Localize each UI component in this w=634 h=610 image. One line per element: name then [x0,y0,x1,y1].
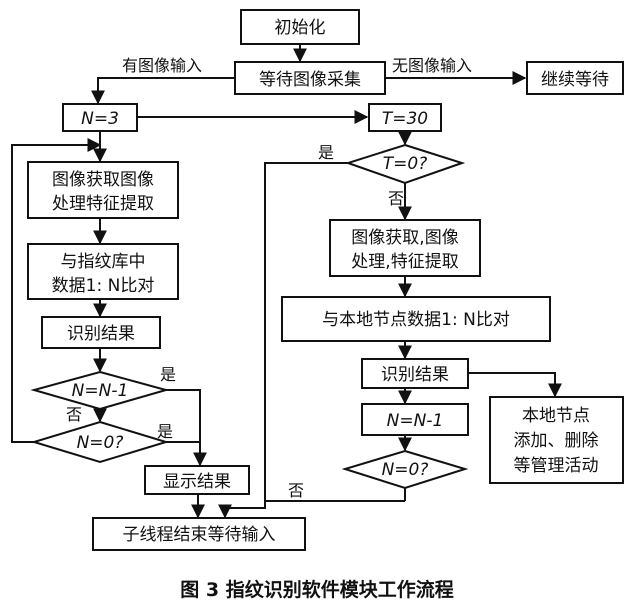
node-n-zero-right-label: N=0? [382,460,429,480]
node-end-thread: 子线程结束等待输入 [92,517,306,551]
node-t-zero-label: T=0? [383,154,427,174]
node-n-eq-3: N=3 [62,103,138,132]
label-no-right: 否 [288,481,304,500]
node-identify-left-label: 识别结果 [67,324,135,344]
node-end-thread-label: 子线程结束等待输入 [123,525,276,545]
node-n-minus-left: N=N-1 [30,370,170,411]
node-n-zero-left: N=0? [30,420,170,464]
node-init-label: 初始化 [275,18,326,38]
label-yes-n2: 是 [157,422,173,441]
node-init: 初始化 [240,9,360,45]
node-acquire-left-line1: 图像获取图像 [52,170,154,190]
label-yes-t: 是 [318,143,334,162]
node-n-zero-right: N=0? [341,449,469,490]
node-compare-local: 与本地节点数据1: N比对 [281,296,551,342]
node-show-result-label: 显示结果 [163,472,231,492]
node-manage-line1: 本地节点 [522,406,590,426]
node-t-zero: T=0? [344,143,466,185]
node-n-minus-right: N=N-1 [361,403,469,436]
node-n-eq-3-label: N=3 [81,109,119,129]
label-has-image: 有图像输入 [122,56,202,75]
node-compare-lib: 与指纹库中 数据1: N比对 [27,243,179,300]
node-manage-line2: 添加、删除 [514,431,599,451]
edge-tzero-yes [218,162,348,519]
edge-nzero-loop [11,138,102,443]
node-manage-line3: 等管理活动 [514,456,599,476]
node-acquire-left: 图像获取图像 处理特征提取 [27,161,179,219]
node-manage: 本地节点 添加、删除 等管理活动 [489,396,624,484]
label-no-image: 无图像输入 [392,56,472,75]
node-compare-lib-line1: 与指纹库中 [61,252,146,272]
label-no-t: 否 [388,189,404,208]
node-acquire-left-line2: 处理特征提取 [52,194,154,214]
node-acquire-right-line2: 处理,特征提取 [351,252,458,272]
node-identify-left: 识别结果 [41,316,161,349]
node-compare-local-label: 与本地节点数据1: N比对 [322,310,510,330]
node-continue-wait: 继续等待 [526,61,624,95]
label-no-n1: 否 [66,405,82,424]
node-compare-lib-line2: 数据1: N比对 [52,276,155,296]
label-yes-n1: 是 [160,365,176,384]
edge-labels: 有图像输入 无图像输入 是 否 是 否 是 否 [66,56,472,500]
node-n-minus-left-label: N=N-1 [72,381,129,401]
edge-nminus-yes [166,389,207,467]
node-n-minus-right-label: N=N-1 [387,411,444,431]
figure-caption: 图 3 指纹识别软件模块工作流程 [180,578,453,601]
node-identify-right-label: 识别结果 [381,365,449,385]
node-t-eq-30: T=30 [368,103,442,132]
node-identify-right: 识别结果 [361,358,469,389]
connectors [11,44,562,519]
node-wait-image-label: 等待图像采集 [259,70,361,90]
node-acquire-right: 图像获取,图像 处理,特征提取 [329,219,481,277]
node-acquire-right-line1: 图像获取,图像 [351,228,458,248]
node-continue-wait-label: 继续等待 [541,70,609,90]
node-wait-image: 等待图像采集 [234,61,386,95]
node-show-result: 显示结果 [144,465,250,495]
edge-identify-to-manage [468,372,562,398]
node-t-eq-30-label: T=30 [382,109,428,129]
edge-has-image [91,77,235,105]
node-n-zero-left-label: N=0? [77,433,124,453]
